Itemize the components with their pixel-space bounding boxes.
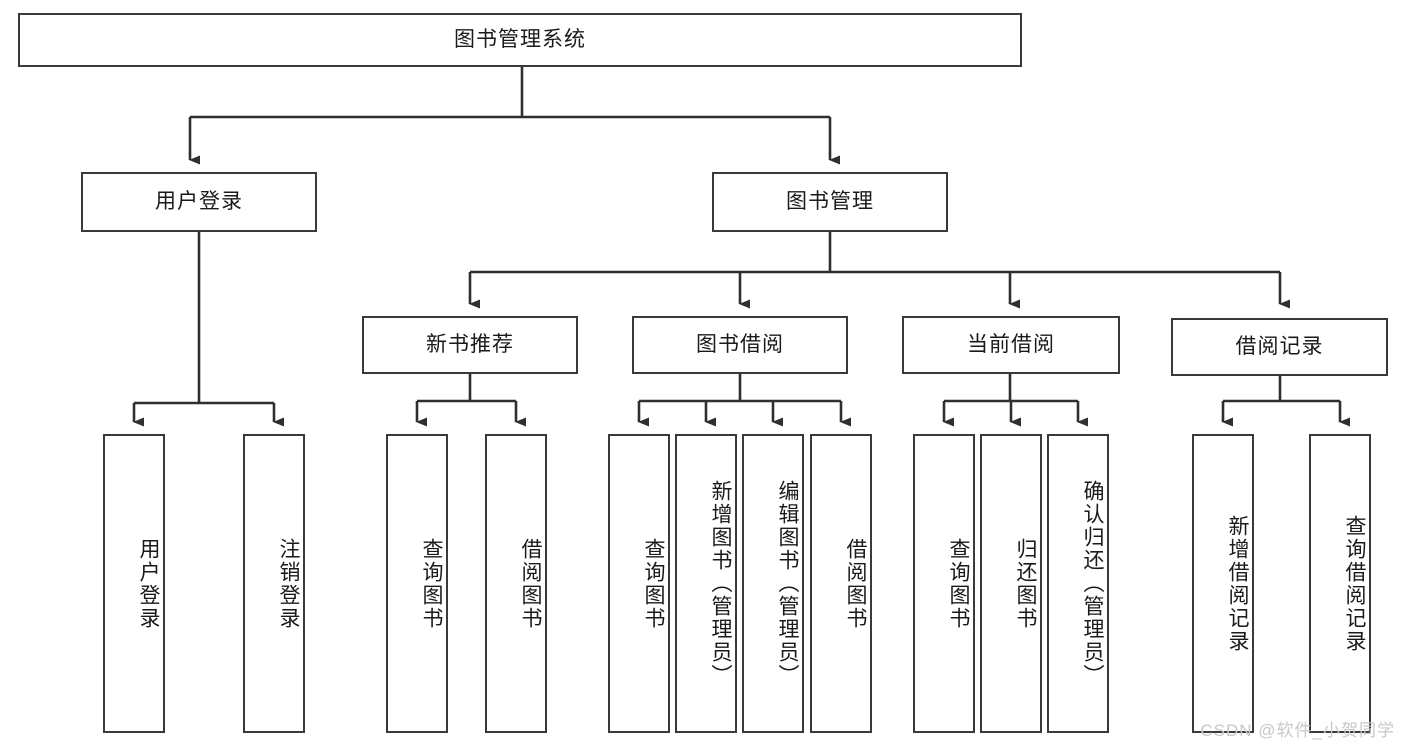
node-leaf-return-book[interactable]: 归还图书 — [980, 434, 1042, 733]
node-book-borrow[interactable]: 图书借阅 — [632, 316, 848, 374]
node-label: 新增借阅记录 — [1226, 514, 1249, 653]
node-leaf-borrow-book-1[interactable]: 借阅图书 — [485, 434, 547, 733]
node-label: 查询图书 — [642, 537, 665, 630]
node-leaf-confirm-return[interactable]: 确认归还（管理员） — [1047, 434, 1109, 733]
node-leaf-user-login[interactable]: 用户登录 — [103, 434, 165, 733]
node-label: 查询借阅记录 — [1343, 514, 1366, 653]
node-label: 借阅记录 — [1235, 335, 1324, 359]
node-label: 确认归还（管理员） — [1081, 480, 1104, 687]
node-borrow-record[interactable]: 借阅记录 — [1171, 318, 1388, 376]
node-user-login[interactable]: 用户登录 — [81, 172, 317, 232]
node-leaf-query-book-3[interactable]: 查询图书 — [913, 434, 975, 733]
node-label: 借阅图书 — [519, 537, 542, 630]
node-leaf-query-book-1[interactable]: 查询图书 — [386, 434, 448, 733]
node-label: 当前借阅 — [967, 333, 1055, 357]
node-label: 用户登录 — [137, 537, 160, 630]
node-label: 注销登录 — [277, 537, 300, 630]
node-label: 查询图书 — [947, 537, 970, 630]
node-leaf-query-record[interactable]: 查询借阅记录 — [1309, 434, 1371, 733]
node-label: 图书管理 — [786, 190, 874, 214]
node-root-book-management-system[interactable]: 图书管理系统 — [18, 13, 1022, 67]
node-label: 借阅图书 — [844, 537, 867, 630]
node-label: 图书管理系统 — [454, 28, 586, 52]
node-label: 归还图书 — [1014, 537, 1037, 630]
node-current-borrow[interactable]: 当前借阅 — [902, 316, 1120, 374]
node-new-book-recommend[interactable]: 新书推荐 — [362, 316, 578, 374]
node-book-management[interactable]: 图书管理 — [712, 172, 948, 232]
node-leaf-add-record[interactable]: 新增借阅记录 — [1192, 434, 1254, 733]
node-label: 用户登录 — [155, 190, 243, 214]
node-label: 查询图书 — [420, 537, 443, 630]
node-label: 编辑图书（管理员） — [776, 480, 799, 687]
node-leaf-query-book-2[interactable]: 查询图书 — [608, 434, 670, 733]
node-label: 新增图书（管理员） — [709, 480, 732, 687]
node-leaf-add-book[interactable]: 新增图书（管理员） — [675, 434, 737, 733]
node-label: 图书借阅 — [696, 333, 784, 357]
node-leaf-user-logout[interactable]: 注销登录 — [243, 434, 305, 733]
csdn-watermark: CSDN @软件_小贺同学 — [1200, 721, 1395, 740]
node-label: 新书推荐 — [426, 333, 514, 357]
node-leaf-borrow-book-2[interactable]: 借阅图书 — [810, 434, 872, 733]
node-leaf-edit-book[interactable]: 编辑图书（管理员） — [742, 434, 804, 733]
